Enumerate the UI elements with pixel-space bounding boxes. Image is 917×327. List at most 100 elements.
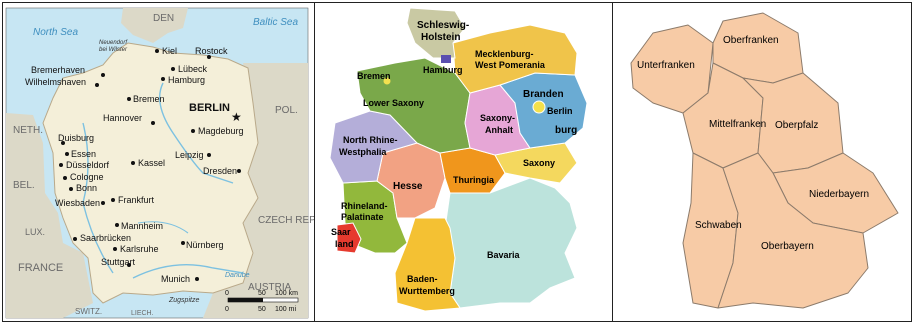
label-mecklenburg-1: Mecklenburg- xyxy=(475,49,534,59)
city-bremerhaven: Bremerhaven xyxy=(31,65,85,75)
scale-km-100: 100 km xyxy=(275,290,298,297)
country-label-austria: AUSTRIA xyxy=(248,282,292,293)
label-nrw-1: North Rhine- xyxy=(343,135,398,145)
label-saar-2: land xyxy=(335,239,354,249)
scale-mi-0: 0 xyxy=(225,306,229,313)
state-hamburg xyxy=(441,55,451,63)
bavaria-regions-map-cell: Unterfranken Oberfranken Mittelfranken O… xyxy=(613,3,911,321)
label-mittelfranken: Mittelfranken xyxy=(709,119,766,130)
label-oberfranken: Oberfranken xyxy=(723,35,779,46)
city-dusseldorf: Düsseldorf xyxy=(66,160,110,170)
city-magdeburg: Magdeburg xyxy=(198,126,244,136)
sea-label-baltic: Baltic Sea xyxy=(253,17,298,28)
label-branden: Branden xyxy=(523,89,564,100)
label-niederbayern: Niederbayern xyxy=(809,189,869,200)
label-lower-saxony: Lower Saxony xyxy=(363,98,424,108)
city-hannover: Hannover xyxy=(103,113,142,123)
label-danube: Danube xyxy=(225,272,250,279)
country-label-switz: SWITZ. xyxy=(75,307,102,316)
image-table: North Sea Baltic Sea DEN POL. NETH. BEL.… xyxy=(2,2,912,322)
state-bremen xyxy=(383,77,391,85)
city-karlsruhe: Karlsruhe xyxy=(120,244,159,254)
city-cologne: Cologne xyxy=(70,172,104,182)
city-essen: Essen xyxy=(71,149,96,159)
city-lubeck: Lübeck xyxy=(178,64,208,74)
region-labels: Unterfranken Oberfranken Mittelfranken O… xyxy=(637,35,869,252)
scale-km-50: 50 xyxy=(258,290,266,297)
elbe-river xyxy=(159,82,234,184)
label-saxony: Saxony xyxy=(523,158,555,168)
sea-label-north-1: North Sea xyxy=(33,27,78,38)
germany-states-map: Schleswig- Holstein Mecklenburg- West Po… xyxy=(329,7,588,312)
label-nrw-2: Westphalia xyxy=(339,147,387,157)
scale-mi-50: 50 xyxy=(258,306,266,313)
label-bw-2: Wurttemberg xyxy=(399,286,455,296)
germany-land xyxy=(42,42,259,304)
city-kiel: Kiel xyxy=(162,46,177,56)
germany-physical-map-cell: North Sea Baltic Sea DEN POL. NETH. BEL.… xyxy=(3,3,315,321)
city-duisburg: Duisburg xyxy=(58,133,94,143)
scale-mi-100: 100 mi xyxy=(275,306,296,313)
city-bremen: Bremen xyxy=(133,94,165,104)
city-bonn: Bonn xyxy=(76,183,97,193)
city-munich: Munich xyxy=(161,274,190,284)
city-leipzig: Leipzig xyxy=(175,150,204,160)
city-labels: Kiel Rostock Lübeck Hamburg Bremerhaven … xyxy=(25,46,244,284)
city-saarbrucken: Saarbrücken xyxy=(80,233,131,243)
city-frankfurt: Frankfurt xyxy=(118,195,155,205)
label-rhineland-1: Rhineland- xyxy=(341,201,388,211)
country-label-liech: LIECH. xyxy=(131,310,154,317)
label-rhineland-2: Palatinate xyxy=(341,212,384,222)
main-river xyxy=(137,221,189,234)
city-kassel: Kassel xyxy=(138,158,165,168)
label-hesse: Hesse xyxy=(393,181,423,192)
city-wilhelmshaven: Wilhelmshaven xyxy=(25,77,86,87)
label-saar-1: Saar xyxy=(331,227,351,237)
country-label-france: FRANCE xyxy=(18,262,63,274)
country-label-pol: POL. xyxy=(275,105,298,116)
label-hamburg: Hamburg xyxy=(423,65,463,75)
label-berlin: Berlin xyxy=(547,106,573,116)
label-schleswig: Schleswig- xyxy=(417,20,469,31)
label-unterfranken: Unterfranken xyxy=(637,60,695,71)
state-baden-wuerttemberg xyxy=(394,217,461,312)
country-label-bel: BEL. xyxy=(13,180,35,191)
state-mecklenburg-west-pomerania xyxy=(452,24,578,94)
city-hamburg: Hamburg xyxy=(168,75,205,85)
germany-physical-map: North Sea Baltic Sea DEN POL. NETH. BEL.… xyxy=(5,7,314,319)
germany-states-map-cell: Schleswig- Holstein Mecklenburg- West Po… xyxy=(315,3,613,321)
city-rostock: Rostock xyxy=(195,46,228,56)
region-oberbayern xyxy=(717,152,869,309)
capital-star-icon: ★ xyxy=(231,110,242,124)
city-mannheim: Mannheim xyxy=(121,221,163,231)
state-saarland xyxy=(336,222,362,254)
label-bw-1: Baden- xyxy=(407,274,438,284)
capital-label-berlin: BERLIN xyxy=(189,102,230,114)
label-burg: burg xyxy=(555,125,577,136)
country-label-lux: LUX. xyxy=(25,227,45,237)
label-bremen: Bremen xyxy=(357,71,391,81)
danube-river xyxy=(132,264,244,279)
label-bei-wilster: bei Wilster xyxy=(99,47,128,53)
label-zugspitze: Zugspitze xyxy=(168,297,199,304)
city-wiesbaden: Wiesbaden xyxy=(55,198,100,208)
label-schwaben: Schwaben xyxy=(695,220,742,231)
state-schleswig-holstein xyxy=(406,7,466,59)
city-nurnberg: Nürnberg xyxy=(186,240,224,250)
scale-bar: 0 50 100 km 0 50 100 mi xyxy=(225,290,299,313)
label-saxony-anhalt-1: Saxony- xyxy=(480,113,515,123)
label-neuendorf: Neuendorf xyxy=(99,40,128,46)
country-label-den: DEN xyxy=(153,13,174,24)
western-neighbors-land xyxy=(6,113,93,318)
country-label-czech: CZECH REPUBLIC xyxy=(258,215,314,226)
bavaria-regions-map: Unterfranken Oberfranken Mittelfranken O… xyxy=(630,12,899,309)
label-oberbayern: Oberbayern xyxy=(761,241,814,252)
denmark-land xyxy=(121,8,188,43)
state-bavaria xyxy=(444,177,578,309)
label-holstein: Holstein xyxy=(421,32,460,43)
scale-km-0: 0 xyxy=(225,290,229,297)
country-label-neth: NETH. xyxy=(13,125,43,136)
state-labels: Schleswig- Holstein Mecklenburg- West Po… xyxy=(331,20,577,296)
label-mecklenburg-2: West Pomerania xyxy=(475,60,546,70)
city-stuttgart: Stuttgart xyxy=(101,257,136,267)
